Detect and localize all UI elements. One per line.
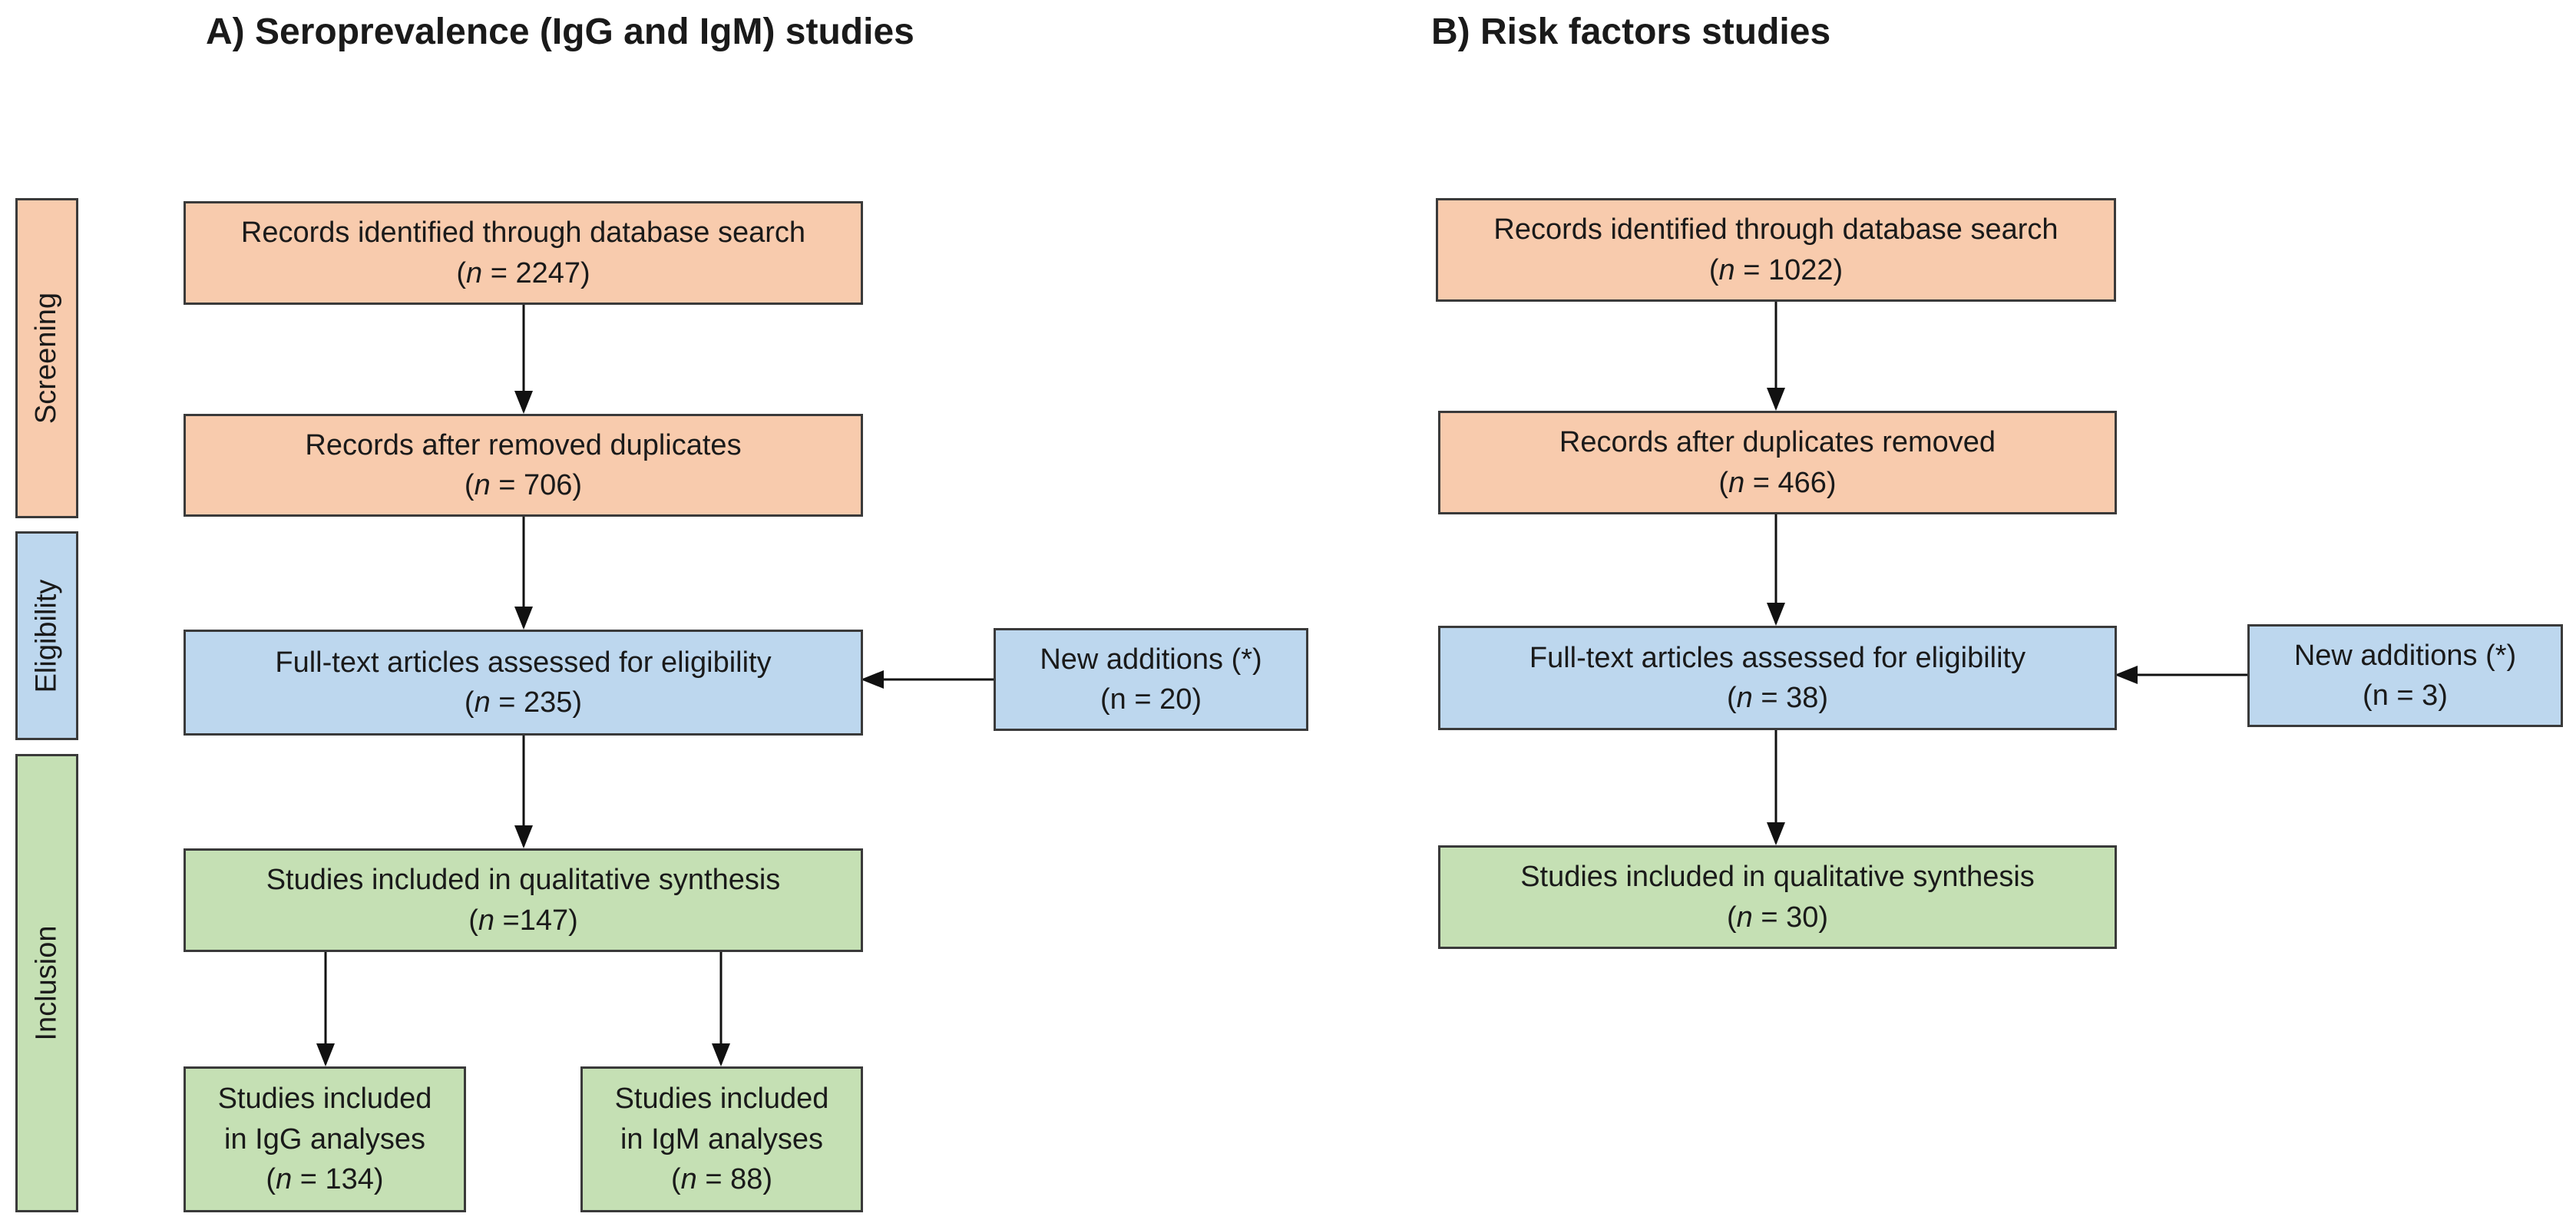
a-new-additions-count: (n = 20) (1100, 683, 1202, 716)
a-new-additions-box: New additions (*) (n = 20) (994, 628, 1308, 731)
a-igg-count: (n = 134) (266, 1163, 384, 1196)
a-records-after-count: (n = 706) (464, 469, 583, 501)
b-new-additions-label: New additions (*) (2293, 639, 2517, 672)
phase-eligibility: Eligibility (15, 531, 78, 740)
a-igm-count: (n = 88) (670, 1163, 773, 1196)
a-records-after-duplicates-box: Records after removed duplicates (n = 70… (184, 414, 863, 517)
b-records-identified-label: Records identified through database sear… (1493, 213, 2058, 246)
a-igm-line2: in IgM analyses (620, 1122, 823, 1156)
b-fulltext-label: Full-text articles assessed for eligibil… (1529, 641, 2026, 674)
a-igm-line1: Studies included (614, 1083, 829, 1116)
a-records-identified-box: Records identified through database sear… (184, 201, 863, 305)
a-fulltext-box: Full-text articles assessed for eligibil… (184, 630, 863, 736)
b-fulltext-box: Full-text articles assessed for eligibil… (1438, 626, 2117, 730)
phase-screening: Screening (15, 198, 78, 518)
b-fulltext-count: (n = 38) (1726, 682, 1829, 714)
b-qualitative-box: Studies included in qualitative synthesi… (1438, 845, 2117, 949)
a-igg-box: Studies included in IgG analyses (n = 13… (184, 1066, 466, 1212)
panel-b-title: B) Risk factors studies (1431, 12, 1831, 52)
b-records-after-count: (n = 466) (1718, 466, 1837, 499)
b-records-identified-count: (n = 1022) (1708, 253, 1844, 286)
a-records-identified-label: Records identified through database sear… (240, 217, 806, 250)
b-new-additions-count: (n = 3) (2363, 679, 2448, 712)
b-qualitative-label: Studies included in qualitative synthesi… (1520, 861, 2035, 894)
a-records-after-label: Records after removed duplicates (305, 428, 742, 461)
a-new-additions-label: New additions (*) (1040, 643, 1262, 676)
b-qualitative-count: (n = 30) (1726, 901, 1829, 934)
a-qualitative-label: Studies included in qualitative synthesi… (266, 864, 781, 897)
a-igg-line2: in IgG analyses (224, 1122, 425, 1156)
a-fulltext-count: (n = 235) (464, 686, 583, 719)
a-records-identified-count: (n = 2247) (456, 256, 590, 289)
a-fulltext-label: Full-text articles assessed for eligibil… (275, 646, 772, 679)
a-qualitative-box: Studies included in qualitative synthesi… (184, 848, 863, 952)
a-igm-box: Studies included in IgM analyses (n = 88… (580, 1066, 863, 1212)
b-new-additions-box: New additions (*) (n = 3) (2247, 624, 2563, 727)
b-records-after-duplicates-box: Records after duplicates removed (n = 46… (1438, 411, 2117, 514)
a-igg-line1: Studies included (217, 1083, 432, 1116)
b-records-after-label: Records after duplicates removed (1559, 426, 1996, 459)
phase-inclusion: Inclusion (15, 754, 78, 1212)
panel-a-title: A) Seroprevalence (IgG and IgM) studies (206, 12, 914, 52)
b-records-identified-box: Records identified through database sear… (1436, 198, 2116, 302)
a-qualitative-count: (n =147) (468, 904, 578, 937)
